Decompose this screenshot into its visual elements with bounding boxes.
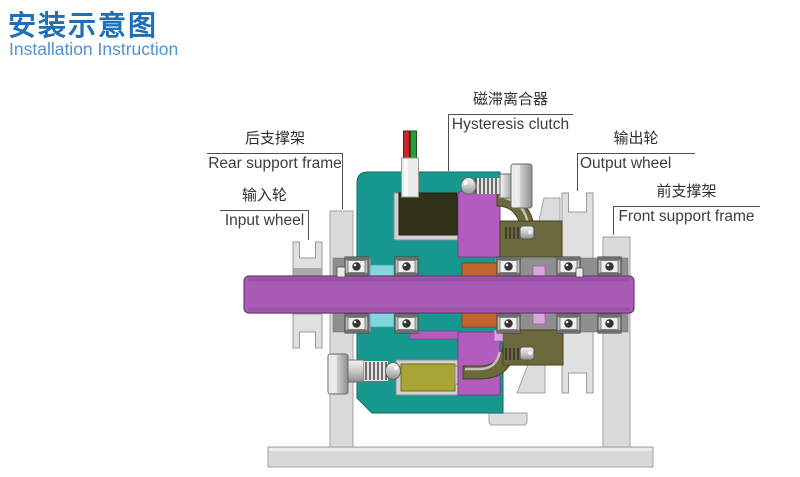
base-plate xyxy=(267,446,654,468)
label-output-wheel: 输出轮 xyxy=(577,131,695,146)
label-rear-support-frame-zh: 后支撑架 xyxy=(244,130,305,147)
label-front-support-frame-en: Front support frame xyxy=(618,208,755,225)
label-input-wheel: 输入轮 xyxy=(220,188,309,203)
label-connector-lines xyxy=(207,114,760,240)
foot-bracket xyxy=(488,412,528,426)
flange-lower xyxy=(516,361,546,394)
label-front-support-frame: 前支撑架 xyxy=(613,184,760,199)
set-screw-top xyxy=(505,225,535,240)
cable-gland xyxy=(401,130,419,198)
label-output-wheel-en: Output wheel xyxy=(580,155,672,172)
label-output-wheel-zh: 输出轮 xyxy=(613,130,659,147)
label-rear-support-frame-en: Rear support frame xyxy=(208,155,342,172)
page-subtitle: Installation Instruction xyxy=(9,39,179,59)
fixing-screw-bottom xyxy=(327,353,401,395)
green-wire xyxy=(410,130,417,160)
label-front-support-frame-zh: 前支撑架 xyxy=(656,183,717,200)
clutch-rotor xyxy=(409,190,501,396)
set-screw-bottom xyxy=(505,346,535,361)
label-input-wheel-zh: 输入轮 xyxy=(241,187,287,204)
coil-top xyxy=(393,192,463,241)
output-wheel xyxy=(561,192,594,394)
label-input-wheel-en: Input wheel xyxy=(224,212,305,229)
red-wire xyxy=(403,130,410,160)
page-title: 安装示意图 xyxy=(8,10,159,41)
label-hysteresis-clutch-zh: 磁滞离合器 xyxy=(472,91,548,108)
label-hysteresis-clutch: 磁滞离合器 xyxy=(448,92,573,107)
label-hysteresis-clutch-en: Hysteresis clutch xyxy=(451,116,570,133)
main-shaft xyxy=(243,266,635,314)
fixing-screw-top xyxy=(460,163,533,209)
label-rear-support-frame: 后支撑架 xyxy=(207,131,343,146)
coil-bottom xyxy=(395,359,468,396)
